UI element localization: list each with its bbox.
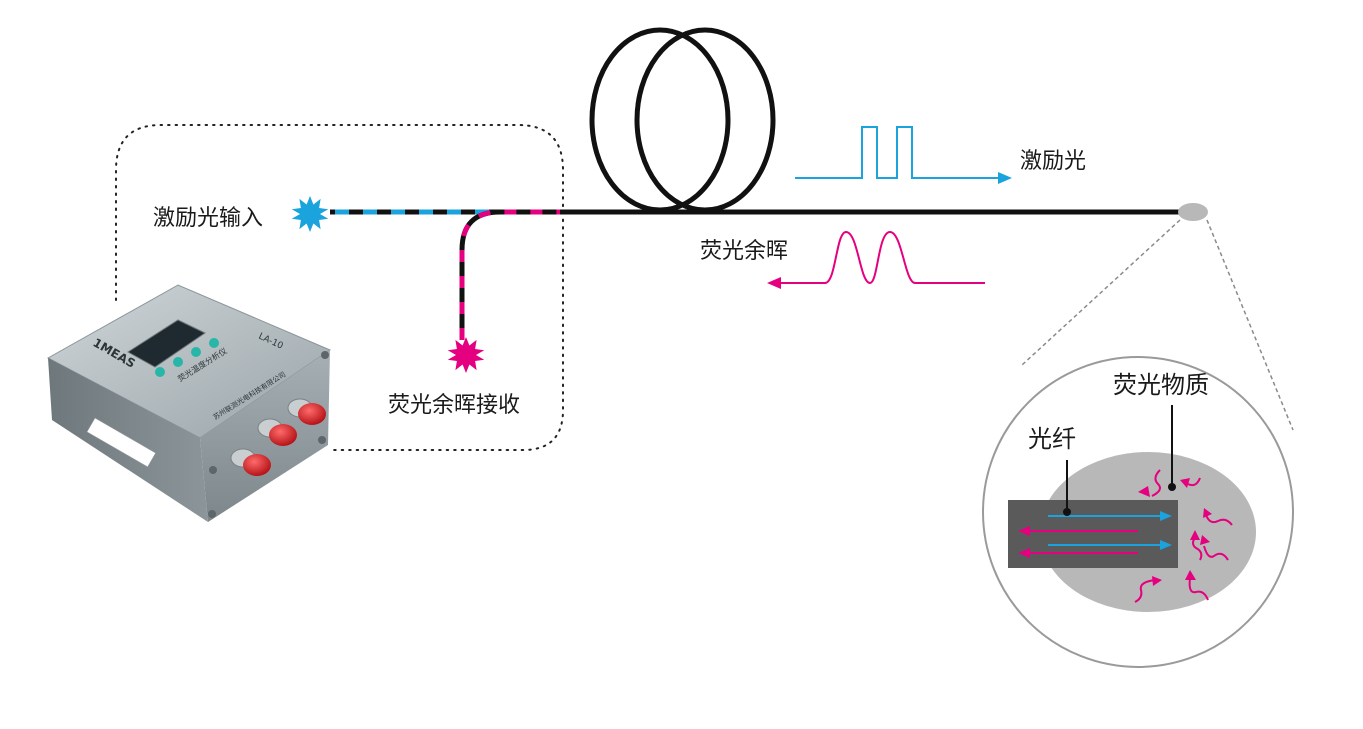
zoom-line-left <box>1021 219 1181 366</box>
device-button-2 <box>173 357 183 367</box>
afterglow-receive-label: 荧光余晖接收 <box>388 393 520 418</box>
coupler-branch-fiber <box>459 209 560 340</box>
excitation-input-label: 激励光输入 <box>153 206 263 231</box>
emission-squiggles <box>1134 469 1233 603</box>
fiber-coil-loop-right <box>634 27 776 213</box>
material-pointer-dot <box>1168 483 1176 491</box>
afterglow-receive-star <box>447 337 485 373</box>
device-screw-4 <box>318 436 326 444</box>
sensor-tip <box>1178 203 1208 221</box>
optical-fiber-label: 光纤 <box>1028 425 1076 453</box>
dotted-enclosure <box>115 124 564 451</box>
core-light-arrows <box>1018 511 1172 558</box>
afterglow-arrowhead <box>767 277 781 289</box>
afterglow-decay-wave <box>780 230 985 285</box>
fiber-coil-loop-left <box>589 27 731 213</box>
device-connector-1 <box>287 398 326 425</box>
excitation-input-star <box>291 196 329 232</box>
device-button-3 <box>191 347 201 357</box>
device-display <box>127 319 206 368</box>
afterglow-dashes <box>459 209 560 340</box>
device-button-1 <box>155 367 165 377</box>
excitation-light-label: 激励光 <box>1020 149 1086 174</box>
device-button-4 <box>209 338 219 348</box>
fiber-pointer-dot <box>1063 508 1071 516</box>
device-screw-3 <box>208 510 216 518</box>
excitation-pulse-wave <box>795 126 1000 179</box>
device-screw-1 <box>321 351 329 359</box>
device-connector-2 <box>257 418 297 446</box>
excitation-arrowhead <box>998 172 1012 184</box>
zoom-line-right <box>1206 219 1294 431</box>
fluorescence-afterglow-label: 荧光余晖 <box>700 239 788 264</box>
device-connector-3 <box>230 448 271 476</box>
device-barcode-label <box>86 417 156 468</box>
device-screw-2 <box>209 466 217 474</box>
fluorescent-material-label: 荧光物质 <box>1113 371 1209 399</box>
fiber-core <box>1008 500 1178 568</box>
temperature-analyzer-device: 1MEAS LA-10 荧光温度分析仪 苏州联测光电科技有限公司 <box>46 284 332 522</box>
